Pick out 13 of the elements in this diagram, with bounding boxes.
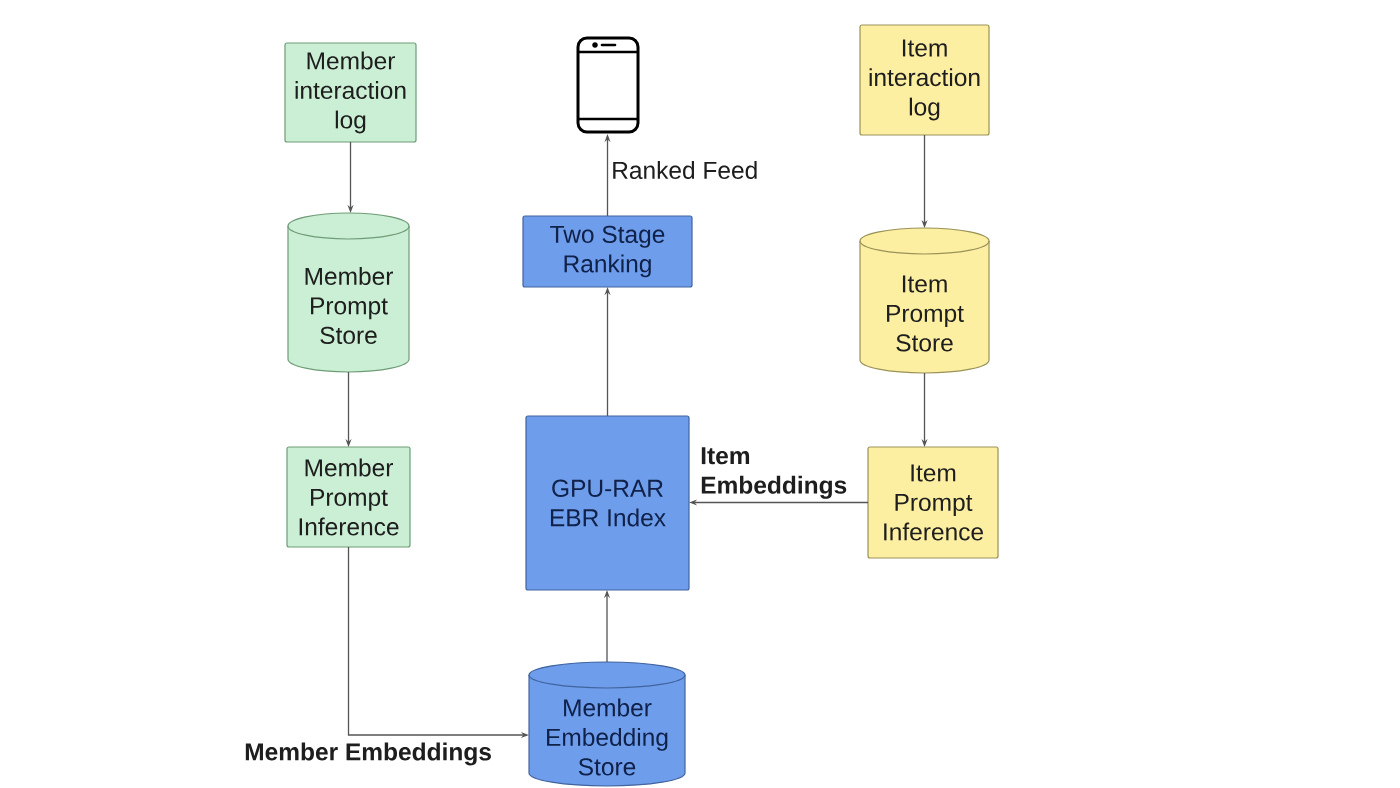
process-box: Member Prompt Inference	[286, 446, 411, 548]
process-box: Item interaction log	[859, 24, 990, 136]
database-cylinder: Item Prompt Store	[859, 227, 990, 374]
database-cylinder: Member Embedding Store	[528, 661, 686, 787]
process-box: Item Prompt Inference	[867, 446, 999, 559]
process-box: Two Stage Ranking	[522, 215, 693, 288]
edge-label: Item Embeddings	[699, 446, 854, 500]
database-cylinder: Member Prompt Store	[287, 212, 410, 373]
edge-label: Ranked Feed	[610, 160, 760, 180]
edge-label: Member Embeddings	[243, 741, 493, 767]
process-box: GPU-RAR EBR Index	[525, 415, 690, 591]
process-box: Member interaction log	[284, 42, 417, 143]
phone-icon	[576, 36, 640, 134]
